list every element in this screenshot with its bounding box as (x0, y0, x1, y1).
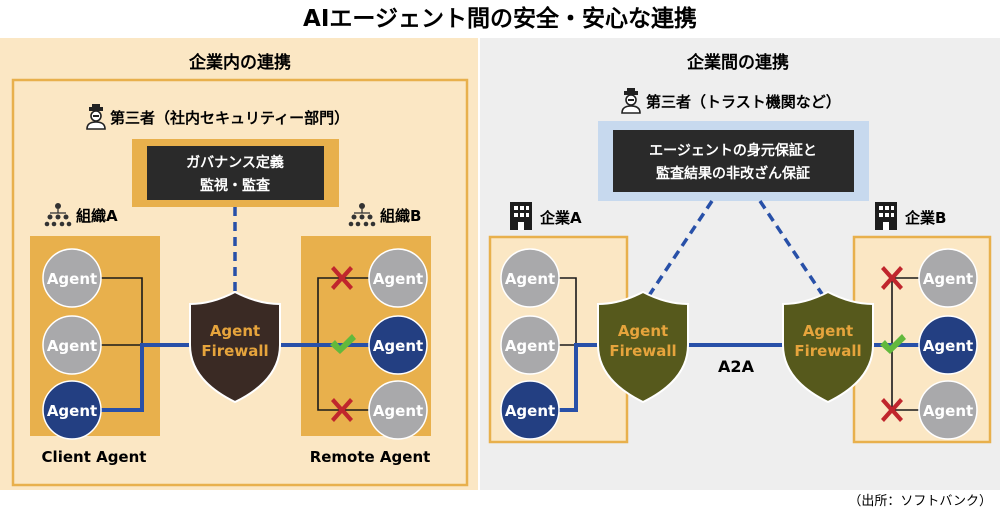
firewall-b-line2: Firewall (794, 342, 861, 360)
building-icon (875, 202, 897, 230)
cert-box (613, 130, 854, 192)
client-agent-3-label: Agent (47, 402, 97, 420)
firewall-shield-icon (597, 290, 689, 404)
remote-agent-3 (368, 380, 428, 440)
left-frame (11, 78, 469, 487)
company-b-label: 企業B (904, 209, 946, 227)
firewall-a-line2: Firewall (609, 342, 676, 360)
source-caption: （出所：ソフトバンク） (848, 494, 992, 509)
right-third-party-label: 第三者（トラスト機関など） (646, 93, 841, 111)
client-agent-1 (42, 248, 102, 308)
company-a-agent-2-label: Agent (505, 337, 555, 355)
left-firewall-line2: Firewall (201, 342, 268, 360)
a2a-path (556, 343, 922, 412)
company-b-agent-3-label: Agent (923, 402, 973, 420)
remote-agent-2-label: Agent (373, 337, 423, 355)
client-agent-2-label: Agent (47, 337, 97, 355)
firewall-shield-icon (782, 290, 874, 404)
remote-agent-3-label: Agent (373, 402, 423, 420)
firewall-a-line1: Agent (618, 322, 668, 340)
company-a-agent-2 (500, 315, 560, 375)
remote-agent-2 (368, 315, 428, 375)
company-a-agent-1-label: Agent (505, 270, 555, 288)
company-b-agent-1 (918, 248, 978, 308)
page-title: AIエージェント間の安全・安心な連携 (303, 5, 697, 32)
org-a-label: 組織A (76, 207, 118, 225)
firewall-shield-icon (189, 290, 281, 404)
client-agent-2 (42, 315, 102, 375)
governance-box (147, 146, 324, 200)
company-b-agent-2 (918, 315, 978, 375)
cert-line2: 監査結果の非改ざん保証 (656, 165, 810, 182)
company-b-agent-3 (918, 380, 978, 440)
building-icon (510, 202, 532, 230)
left-firewall-line1: Agent (210, 322, 260, 340)
cert-line1: エージェントの身元保証と (649, 142, 817, 159)
remote-agent-1-label: Agent (373, 270, 423, 288)
a2a-label: A2A (718, 357, 755, 376)
company-b-agent-1-label: Agent (923, 270, 973, 288)
remote-agent-1 (368, 248, 428, 308)
trust-dashed-link-b (758, 200, 828, 301)
remote-agent-caption: Remote Agent (310, 448, 431, 466)
org-b-label: 組織B (380, 207, 421, 225)
firewall-b-line1: Agent (803, 322, 853, 340)
left-third-party-label: 第三者（社内セキュリティー部門） (110, 109, 349, 127)
client-agent-3 (42, 380, 102, 440)
right-panel-heading: 企業間の連携 (686, 52, 789, 73)
trust-dashed-link-a (644, 200, 714, 301)
company-a-agent-3-label: Agent (505, 402, 555, 420)
governance-line2: 監視・監査 (200, 177, 271, 194)
company-a-agent-1 (500, 248, 560, 308)
client-agent-caption: Client Agent (42, 448, 147, 466)
governance-line1: ガバナンス定義 (186, 154, 284, 171)
company-a-agent-3 (500, 380, 560, 440)
client-agent-1-label: Agent (47, 270, 97, 288)
left-panel-heading: 企業内の連携 (188, 52, 291, 73)
company-a-label: 企業A (539, 209, 582, 227)
company-b-agent-2-label: Agent (923, 337, 973, 355)
